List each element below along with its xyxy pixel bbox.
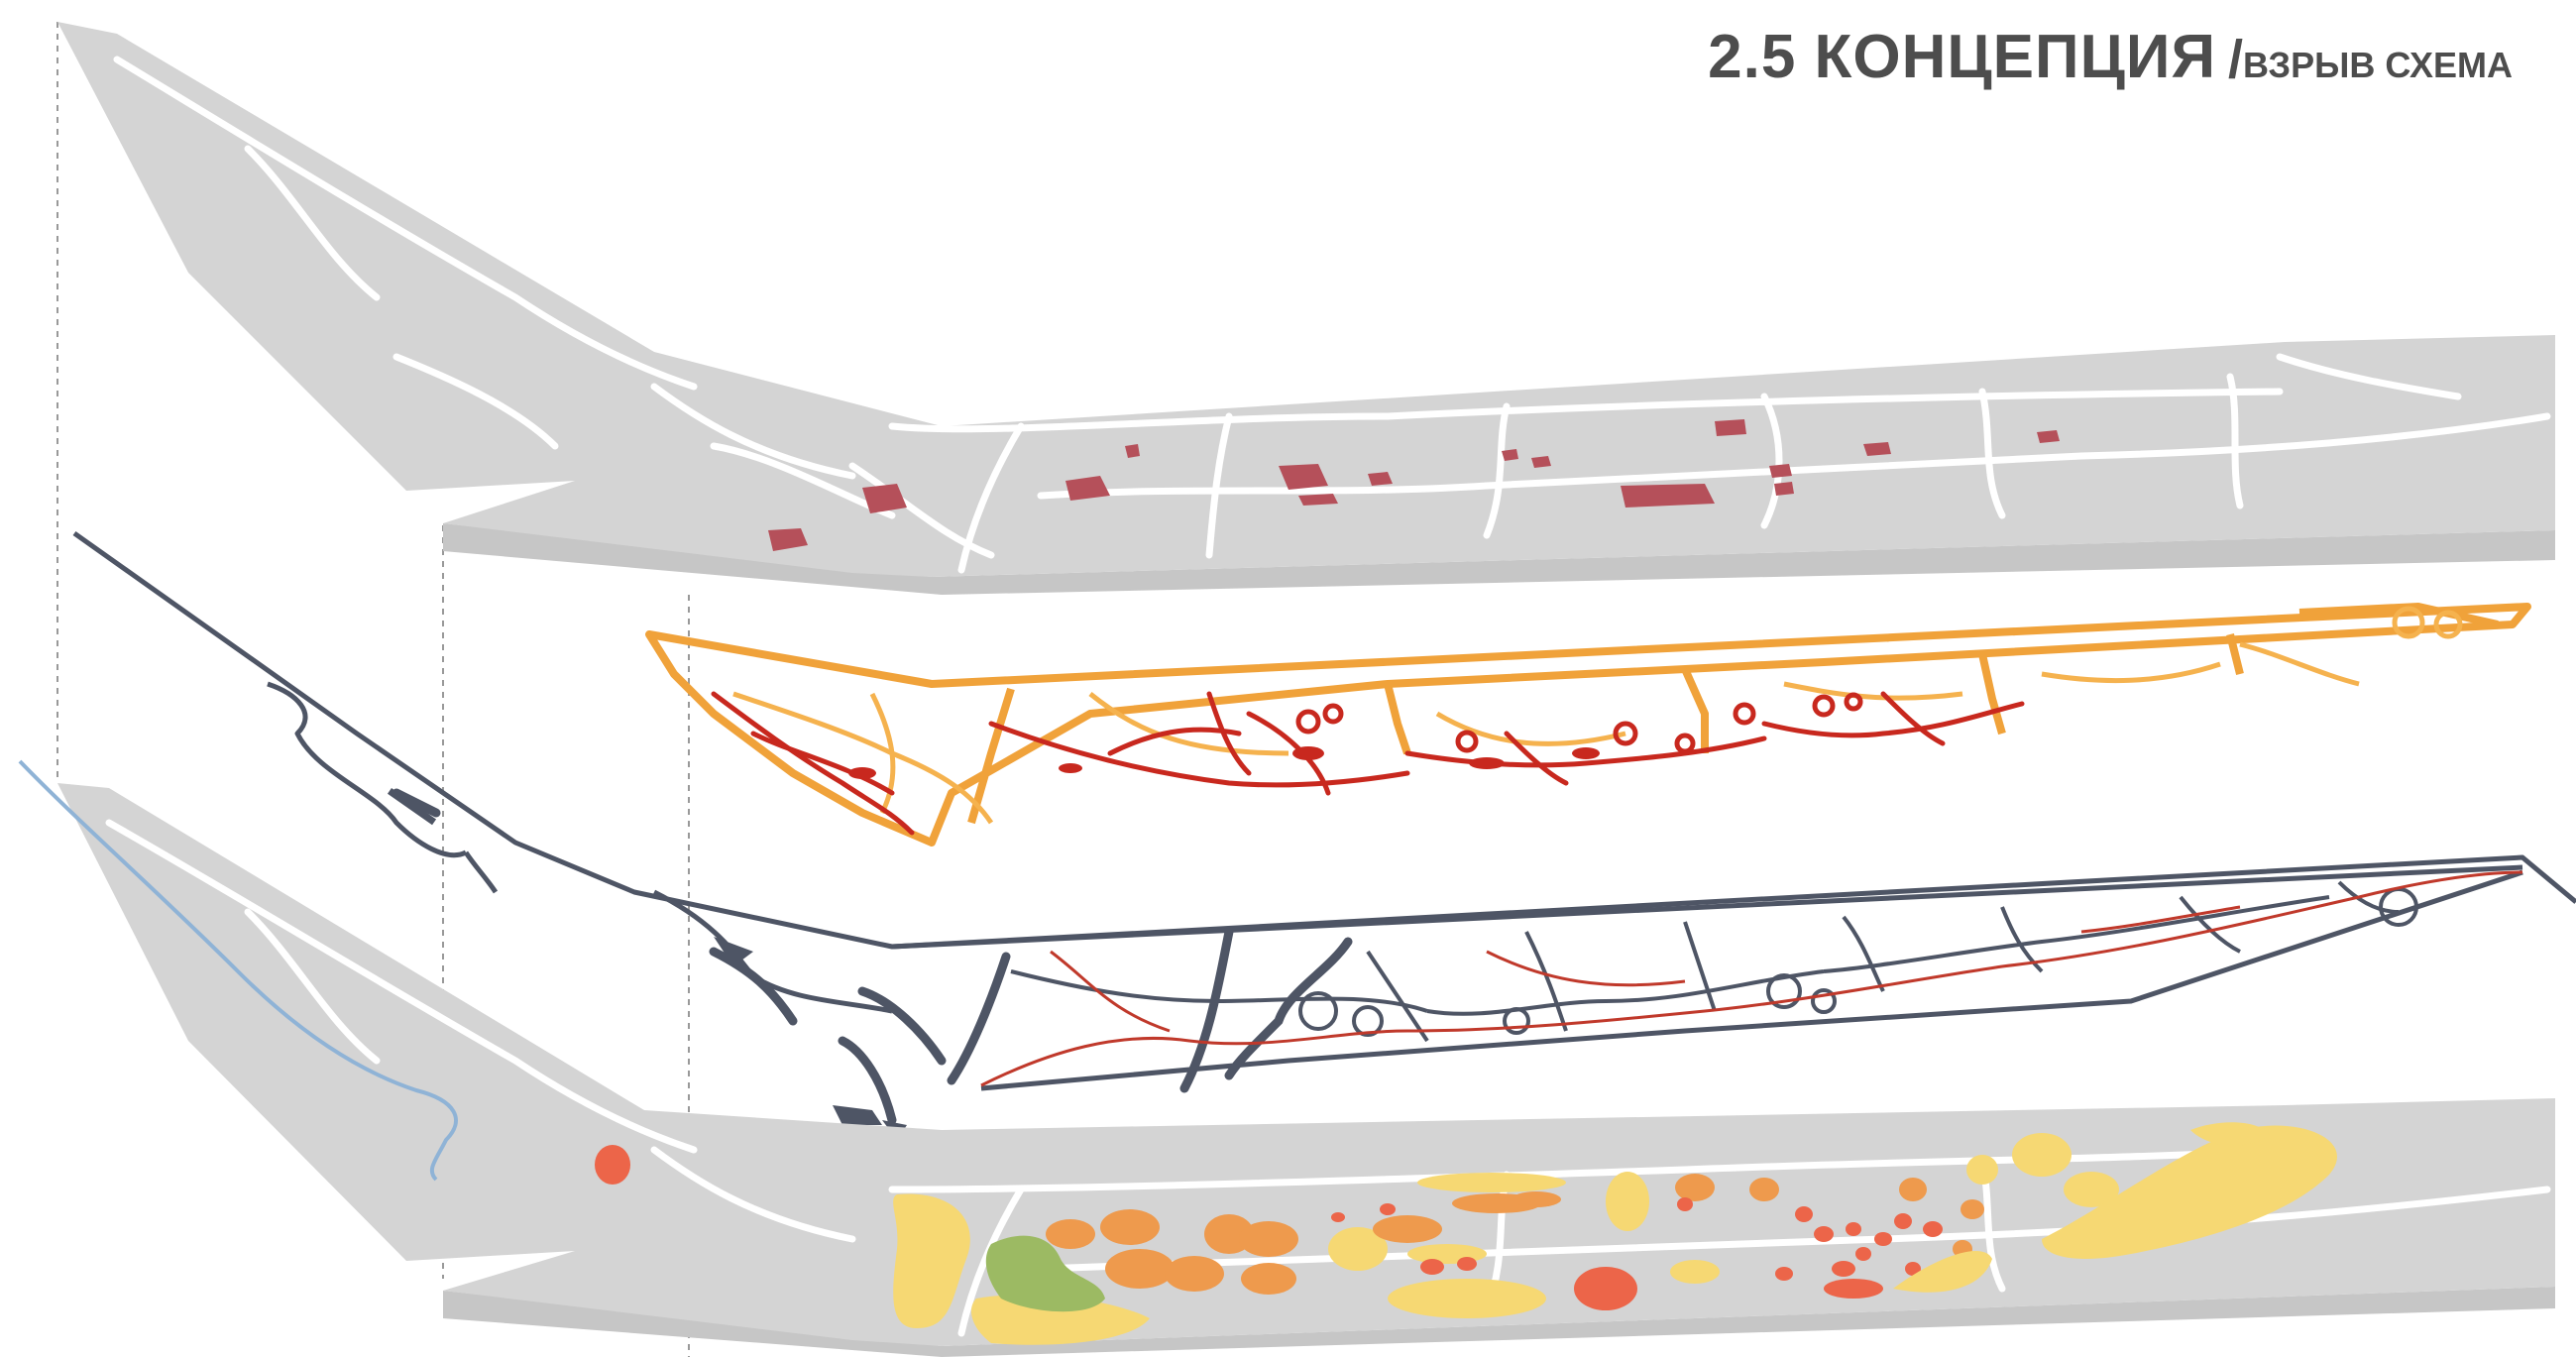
zone-yellow-10 bbox=[1966, 1155, 1998, 1185]
top-patch-5 bbox=[1279, 464, 1328, 490]
top-patch-8 bbox=[1502, 449, 1518, 461]
zone-yellow-5 bbox=[1606, 1172, 1649, 1231]
road-main-lines bbox=[72, 530, 2576, 1091]
top-patch-4 bbox=[1125, 444, 1140, 458]
zone-red-8 bbox=[1846, 1222, 1861, 1236]
layer-path-network bbox=[645, 603, 2531, 847]
zone-yellow-3 bbox=[1328, 1227, 1388, 1271]
zone-red-4 bbox=[1331, 1212, 1345, 1222]
top-patch-14 bbox=[1863, 442, 1891, 456]
zone-orange-4 bbox=[1165, 1256, 1224, 1292]
zone-orange-3 bbox=[1105, 1249, 1175, 1289]
top-patch-11 bbox=[1715, 419, 1746, 436]
zone-red-3 bbox=[1380, 1203, 1396, 1215]
zone-red-9 bbox=[1874, 1232, 1892, 1246]
network-inner-orange bbox=[732, 606, 2463, 825]
top-patch-3 bbox=[1065, 476, 1110, 501]
zone-green bbox=[985, 1235, 1105, 1312]
zone-orange-1 bbox=[1046, 1219, 1095, 1249]
zone-yellow-2 bbox=[971, 1295, 1150, 1345]
zone-orange-13 bbox=[1899, 1178, 1927, 1201]
zone-red-6 bbox=[1795, 1206, 1813, 1222]
top-patch-10 bbox=[1621, 484, 1715, 508]
zone-yellow-11 bbox=[2012, 1133, 2072, 1177]
zone-red-10 bbox=[1855, 1247, 1871, 1261]
zone-orange-12 bbox=[1749, 1178, 1779, 1201]
zone-orange-11 bbox=[1512, 1191, 1561, 1207]
top-plan-patches bbox=[768, 419, 2060, 551]
zone-red-16 bbox=[1775, 1267, 1793, 1281]
zone-orange-2 bbox=[1100, 1209, 1160, 1245]
zone-red-12 bbox=[1923, 1221, 1943, 1237]
zone-orange-14 bbox=[1960, 1199, 1984, 1219]
zone-yellow-9 bbox=[1893, 1250, 1992, 1293]
top-patch-15 bbox=[2037, 430, 2060, 443]
title-separator: / bbox=[2228, 30, 2244, 89]
road-red-route bbox=[980, 870, 2523, 1087]
zone-yellow-1 bbox=[893, 1193, 970, 1328]
top-plan-base bbox=[57, 22, 2555, 577]
zone-yellow-7 bbox=[1388, 1279, 1546, 1318]
zone-yellow-13 bbox=[2042, 1125, 2337, 1259]
title-main: 2.5 КОНЦЕПЦИЯ bbox=[1708, 23, 2217, 91]
road-thick-lines bbox=[392, 788, 1353, 1125]
zone-red-11 bbox=[1894, 1213, 1912, 1229]
bottom-plan-paths bbox=[105, 819, 2551, 1337]
network-outline bbox=[645, 603, 2531, 847]
zone-red-small bbox=[595, 1145, 630, 1185]
zone-red-13 bbox=[1832, 1261, 1855, 1277]
top-patch-1 bbox=[768, 528, 808, 551]
zone-yellow-4 bbox=[1417, 1173, 1566, 1192]
zone-orange-10 bbox=[1373, 1215, 1442, 1243]
zone-yellow-12 bbox=[2064, 1172, 2119, 1207]
bottom-plan-base bbox=[57, 783, 2555, 1346]
top-patch-7 bbox=[1368, 472, 1393, 486]
zone-red-5 bbox=[1677, 1197, 1693, 1211]
top-patch-9 bbox=[1531, 456, 1551, 468]
river-line bbox=[18, 759, 458, 1182]
top-plan-paths bbox=[113, 56, 2551, 574]
layer-road-network bbox=[72, 530, 2576, 1140]
layer-bottom-plan bbox=[18, 759, 2555, 1357]
zone-orange-6 bbox=[1239, 1221, 1298, 1257]
zone-orange-7 bbox=[1241, 1263, 1296, 1295]
zone-yellow-6 bbox=[1670, 1260, 1720, 1284]
zone-red-14 bbox=[1824, 1279, 1883, 1299]
top-plan-side bbox=[443, 523, 2555, 595]
top-patch-13 bbox=[1774, 482, 1794, 496]
top-patch-12 bbox=[1769, 464, 1792, 478]
top-patch-6 bbox=[1298, 494, 1338, 506]
zone-red-15 bbox=[1905, 1262, 1921, 1276]
network-red-fills bbox=[848, 746, 1600, 779]
title-subtitle: ВЗРЫВ СХЕМА bbox=[2243, 45, 2513, 85]
top-patch-2 bbox=[862, 484, 907, 513]
zone-orange-9 bbox=[1675, 1174, 1715, 1201]
bottom-zones bbox=[595, 1122, 2337, 1345]
zone-yellow-14 bbox=[2190, 1122, 2270, 1146]
zone-red-1 bbox=[1420, 1259, 1444, 1275]
zone-red-large bbox=[1574, 1267, 1637, 1310]
page-title: 2.5 КОНЦЕПЦИЯ/ВЗРЫВ СХЕМА bbox=[1708, 22, 2513, 92]
zone-red-2 bbox=[1457, 1257, 1477, 1271]
layer-top-plan bbox=[57, 22, 2555, 595]
zone-red-7 bbox=[1814, 1226, 1834, 1242]
